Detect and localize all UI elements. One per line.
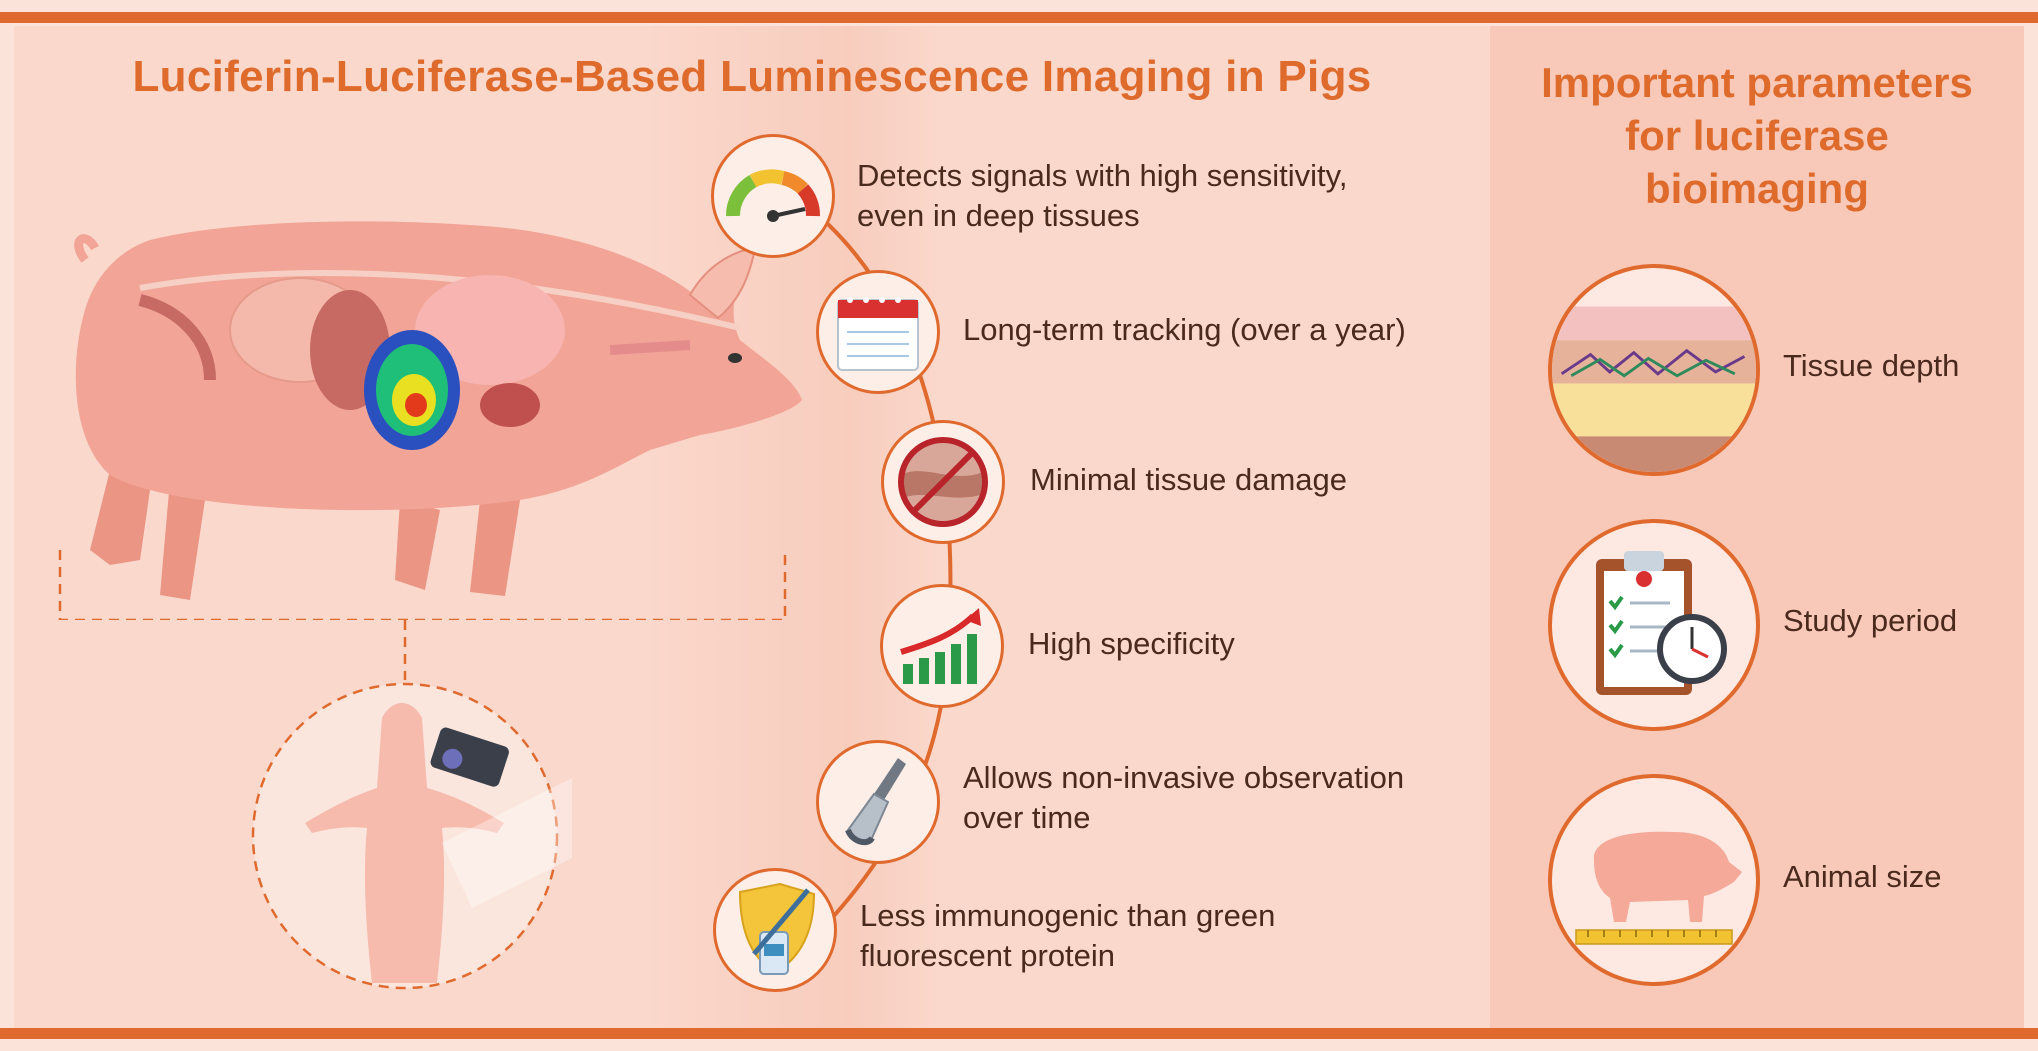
- main-title: Luciferin-Luciferase-Based Luminescence …: [132, 52, 1372, 101]
- feature-icon-circle-5: [816, 740, 940, 864]
- feature-5-line-2: over time: [963, 800, 1091, 835]
- bottom-border-bar: [0, 1028, 2038, 1039]
- bracket-line: [58, 550, 787, 620]
- feature-6-line-1: Less immunogenic than green: [860, 898, 1276, 933]
- pig-eye: [728, 353, 742, 363]
- light-beam: [442, 778, 572, 908]
- feature-icon-circle-1: [711, 134, 835, 258]
- pig-ruler-icon: [1575, 831, 1742, 945]
- spinal-cord: [139, 270, 741, 331]
- no-tissue-damage-icon: [898, 437, 988, 527]
- calendar-icon: [837, 297, 919, 371]
- pig-top-view: [305, 703, 504, 983]
- ultrasound-probe-icon: [845, 758, 906, 846]
- feature-text-5: Allows non-invasive observation over tim…: [963, 758, 1404, 838]
- rising-chart-icon: [900, 608, 981, 684]
- param-circle-animal-size: [1548, 774, 1760, 986]
- feature-6-line-2: fluorescent protein: [860, 938, 1116, 973]
- feature-4-line-1: High specificity: [1028, 626, 1235, 661]
- param-label-study-period: Study period: [1783, 603, 1958, 638]
- feature-1-line-2: even in deep tissues: [857, 198, 1140, 233]
- feature-text-4: High specificity: [1028, 624, 1235, 664]
- side-title-line-2: for luciferase: [1625, 112, 1889, 159]
- feature-text-2: Long-term tracking (over a year): [963, 310, 1406, 350]
- pig-imaging-inset: [251, 620, 572, 990]
- feature-1-line-1: Detects signals with high sensitivity,: [857, 158, 1348, 193]
- param-circle-study-period: [1548, 519, 1760, 731]
- clipboard-clock-icon: [1596, 551, 1727, 695]
- vaccine-shield-icon: [738, 882, 816, 975]
- camera-icon: [430, 727, 509, 787]
- feature-text-3: Minimal tissue damage: [1030, 460, 1347, 500]
- param-circle-tissue-depth: [1548, 264, 1760, 476]
- side-panel-title: Important parameters for luciferase bioi…: [1490, 56, 2024, 215]
- feature-icon-circle-6: [713, 868, 837, 992]
- feature-3-line-1: Minimal tissue damage: [1030, 462, 1348, 497]
- tissue-layers-icon: [1552, 306, 1756, 472]
- feature-icon-circle-3: [881, 420, 1005, 544]
- luminescence-signal: [364, 330, 460, 450]
- pig-anatomy-illustration: [58, 221, 803, 620]
- param-label-animal-size: Animal size: [1783, 859, 1942, 894]
- pig-legs: [90, 470, 520, 600]
- top-border-bar: [0, 12, 2038, 23]
- feature-2-line-1: Long-term tracking (over a year): [963, 312, 1406, 347]
- param-label-tissue-depth: Tissue depth: [1783, 348, 1960, 383]
- side-title-line-1: Important parameters: [1541, 59, 1973, 106]
- feature-text-6: Less immunogenic than green fluorescent …: [860, 896, 1275, 976]
- feature-text-1: Detects signals with high sensitivity, e…: [857, 156, 1347, 236]
- feature-icon-circle-2: [816, 270, 940, 394]
- pig-tail: [74, 234, 99, 263]
- speedometer-icon: [725, 169, 820, 222]
- feature-icon-circle-4: [880, 584, 1004, 708]
- feature-5-line-1: Allows non-invasive observation: [963, 760, 1405, 795]
- side-title-line-3: bioimaging: [1645, 165, 1869, 212]
